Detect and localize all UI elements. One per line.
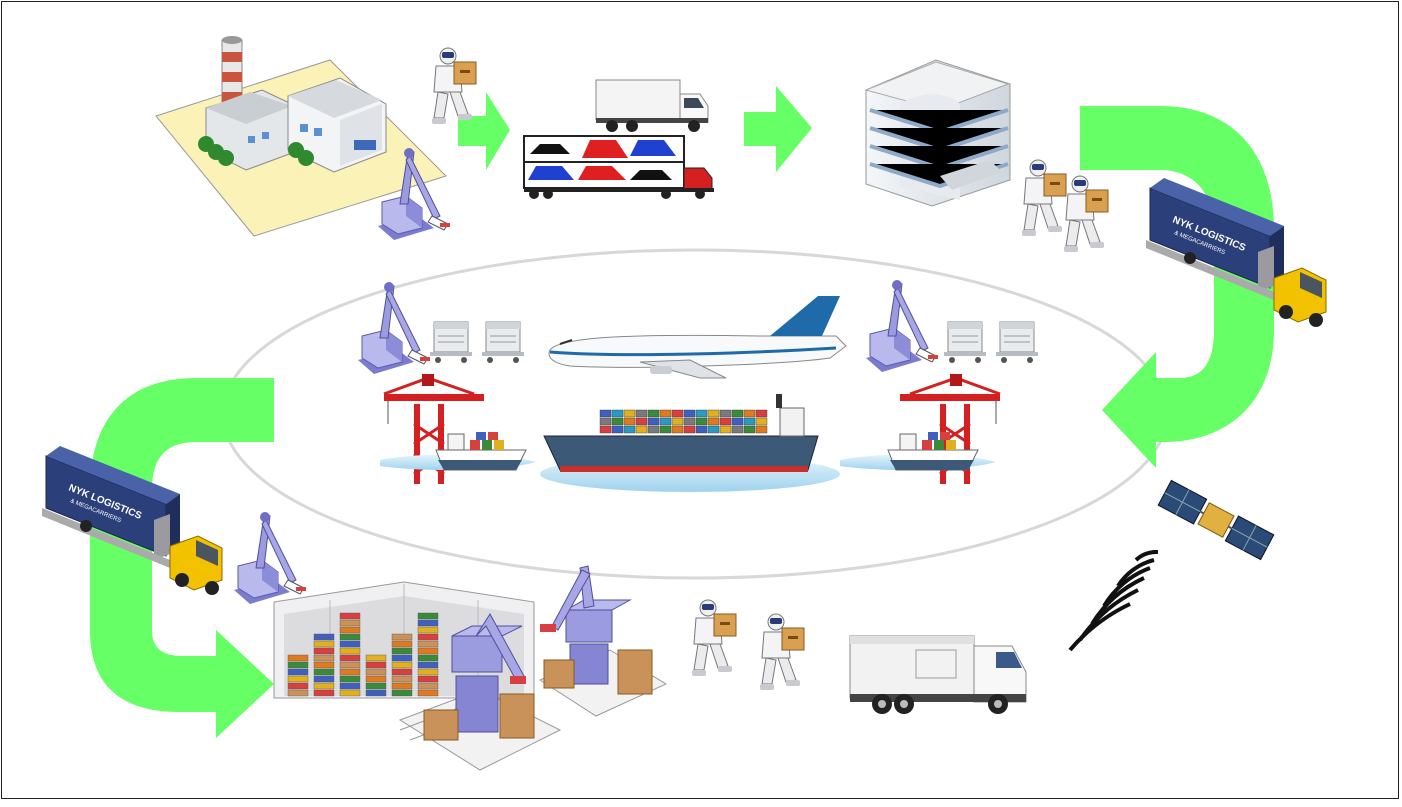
airplane-icon <box>548 296 847 379</box>
cargo-ship-icon <box>840 431 996 471</box>
humanoid-robot-icon <box>1021 159 1067 237</box>
box-truck-icon <box>595 79 709 132</box>
cargo-ship-icon <box>540 394 840 492</box>
delivery-truck-icon <box>849 635 1027 714</box>
office-building-icon <box>864 59 1011 207</box>
flow-arrow-left-curve <box>90 378 274 738</box>
humanoid-robot-icon <box>1063 175 1109 253</box>
cargo-ship-icon <box>380 431 536 471</box>
robot-arm-icon <box>865 279 939 373</box>
palletizing-robot-icon <box>398 613 562 771</box>
factory-icon <box>155 36 447 237</box>
cargo-cart-icon <box>995 321 1039 364</box>
cargo-cart-icon <box>429 321 473 364</box>
cargo-cart-icon <box>481 321 525 364</box>
humanoid-robot-icon <box>691 599 737 677</box>
flow-arrow-vehicles-to-building <box>744 86 812 172</box>
car-carrier-icon <box>523 135 714 199</box>
container-truck-icon: NYK LOGISTICS & MEGACARRIERS <box>41 445 223 596</box>
satellite-icon <box>1157 479 1275 561</box>
humanoid-robot-icon <box>431 47 477 125</box>
flow-arrow-right-curve <box>1080 106 1274 468</box>
robot-arm-icon <box>233 511 307 605</box>
humanoid-robot-icon <box>759 613 805 691</box>
container-truck-icon: NYK LOGISTICS & MEGACARRIERS <box>1145 177 1327 328</box>
signal-waves-icon <box>1068 549 1159 652</box>
cargo-cart-icon <box>943 321 987 364</box>
flow-arrow-factory-to-vehicles <box>458 92 510 170</box>
palletizing-robot-icon <box>538 565 668 717</box>
